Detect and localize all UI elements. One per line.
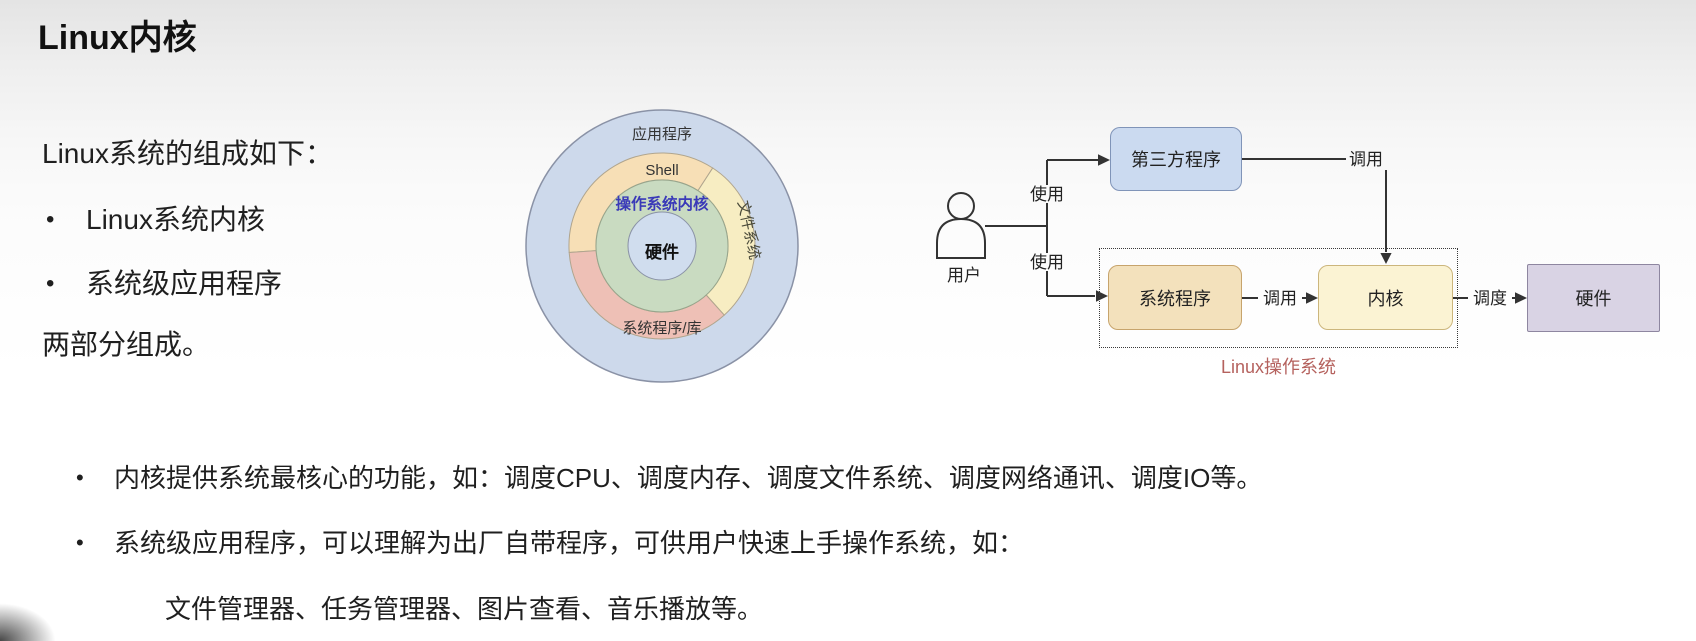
- ring-center-hardware: [627, 211, 697, 281]
- user-icon: [947, 192, 975, 220]
- note-text: 内核提供系统最核心的功能，如：调度CPU、调度内存、调度文件系统、调度网络通讯、…: [114, 463, 1263, 493]
- note-bullet: • 系统级应用程序，可以理解为出厂自带程序，可供用户快速上手操作系统，如：: [62, 523, 1024, 560]
- arrowhead-third-party: [1098, 154, 1110, 166]
- os-ring-diagram: 应用程序 Shell 文件系统 操作系统内核 硬件 系统程序/库: [525, 109, 799, 383]
- bullet-icon: •: [46, 270, 55, 297]
- ring-label-shell: Shell: [645, 162, 678, 179]
- edge-call-top: [1242, 158, 1387, 252]
- os-flow-diagram: 用户 使用 使用 调用 调用 调度: [936, 150, 1527, 308]
- edge-label-use-bottom: 使用: [1030, 252, 1064, 272]
- edge-label-call-mid: 调用: [1263, 289, 1297, 308]
- page-title: Linux内核: [38, 19, 197, 57]
- ring-label-hardware: 硬件: [645, 242, 679, 262]
- intro-item-text: 系统级应用程序: [86, 268, 283, 299]
- note-continuation: 文件管理器、任务管理器、图片查看、音乐播放等。: [165, 594, 764, 624]
- bullet-icon: •: [46, 206, 55, 233]
- note-bullet: • 内核提供系统最核心的功能，如：调度CPU、调度内存、调度文件系统、调度网络通讯…: [62, 458, 1262, 495]
- bullet-icon: •: [76, 465, 84, 490]
- intro-heading: Linux系统的组成如下：: [42, 138, 333, 169]
- intro-list-item: • 系统级应用程序: [46, 262, 282, 302]
- user-label: 用户: [947, 266, 981, 285]
- linux-os-group-label: Linux操作系统: [1220, 357, 1337, 377]
- ring-label-applications: 应用程序: [632, 125, 692, 143]
- edge-label-call-top: 调用: [1349, 150, 1383, 169]
- arrowhead-kernel-left: [1306, 292, 1318, 304]
- intro-footer: 两部分组成。: [42, 329, 211, 360]
- flow-box-hardware: 硬件: [1527, 264, 1660, 332]
- corner-shadow: [0, 603, 56, 641]
- ring-label-system-programs: 系统程序/库: [622, 320, 701, 337]
- user-icon-body: [936, 217, 986, 259]
- flow-box-system-program: 系统程序: [1108, 265, 1242, 330]
- flow-box-third-party: 第三方程序: [1110, 127, 1242, 191]
- bullet-icon: •: [76, 530, 84, 555]
- intro-list-item: • Linux系统内核: [46, 198, 265, 238]
- linux-os-group-box: [1099, 248, 1458, 348]
- flow-box-kernel: 内核: [1318, 265, 1453, 330]
- arrowhead-hardware: [1515, 292, 1527, 304]
- ring-label-kernel: 操作系统内核: [615, 194, 709, 213]
- intro-item-text: Linux系统内核: [86, 204, 265, 235]
- arrowhead-kernel-top: [1380, 253, 1392, 264]
- edge-label-schedule: 调度: [1473, 289, 1507, 308]
- edge-label-use-top: 使用: [1030, 184, 1064, 204]
- note-text: 系统级应用程序，可以理解为出厂自带程序，可供用户快速上手操作系统，如：: [114, 528, 1025, 558]
